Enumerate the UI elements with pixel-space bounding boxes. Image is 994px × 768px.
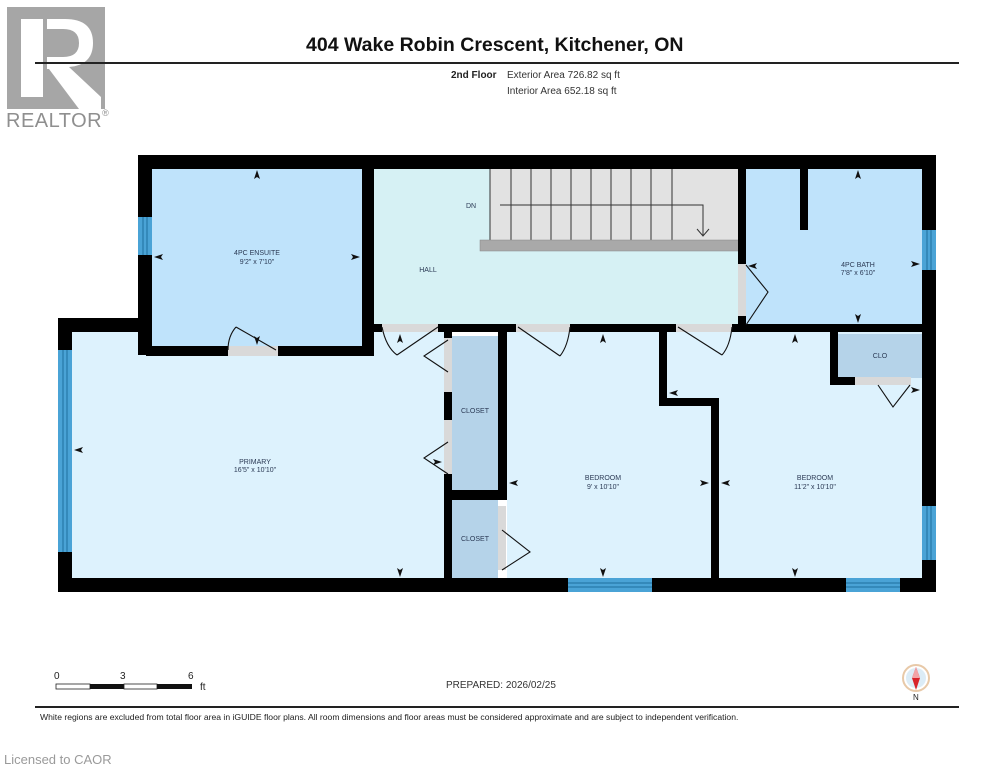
room-name: PRIMARY bbox=[239, 459, 271, 466]
scale-tick-6: 6 bbox=[188, 671, 194, 682]
door-openings bbox=[228, 264, 911, 570]
bath-room bbox=[746, 168, 922, 326]
scale-bar bbox=[55, 683, 192, 690]
page-title: 404 Wake Robin Crescent, Kitchener, ON bbox=[306, 34, 684, 56]
compass-icon bbox=[902, 664, 930, 692]
header-divider bbox=[35, 62, 959, 64]
room-dims: 9'2" x 7'10" bbox=[240, 259, 275, 266]
room-name: CLOSET bbox=[461, 536, 490, 543]
room-name: BEDROOM bbox=[585, 475, 621, 482]
room-name: 4PC ENSUITE bbox=[234, 250, 280, 257]
room-name: CLO bbox=[873, 353, 888, 360]
clo-closet bbox=[838, 334, 922, 378]
room-name: HALL bbox=[419, 267, 437, 274]
windows bbox=[58, 217, 936, 592]
disclaimer-text: White regions are excluded from total fl… bbox=[40, 712, 739, 722]
realtor-logo bbox=[7, 7, 105, 109]
dimension-arrows bbox=[74, 170, 920, 577]
scale-tick-3: 3 bbox=[120, 671, 126, 682]
primary-room bbox=[70, 330, 446, 580]
closet-2 bbox=[452, 500, 498, 578]
compass-label: N bbox=[913, 693, 919, 702]
scale-unit: ft bbox=[200, 682, 206, 693]
room-name: BEDROOM bbox=[797, 475, 833, 482]
room-dims: 11'2" x 10'10" bbox=[794, 484, 836, 491]
floor-label: 2nd Floor bbox=[451, 70, 497, 81]
closet-1 bbox=[452, 336, 498, 492]
stair-direction: DN bbox=[466, 203, 476, 210]
footer-divider bbox=[35, 706, 959, 708]
interior-area: Interior Area 652.18 sq ft bbox=[507, 86, 617, 97]
room-name: CLOSET bbox=[461, 408, 490, 415]
realtor-r-icon bbox=[21, 19, 101, 109]
scale-tick-0: 0 bbox=[54, 671, 60, 682]
realtor-wordmark: REALTOR® bbox=[6, 108, 110, 132]
room-name: 4PC BATH bbox=[841, 262, 875, 269]
prepared-date: PREPARED: 2026/02/25 bbox=[446, 680, 556, 691]
room-labels: 4PC ENSUITE 9'2" x 7'10" HALL DN 4PC BAT… bbox=[234, 203, 888, 543]
ensuite-room bbox=[152, 168, 362, 348]
license-watermark: Licensed to CAOR bbox=[4, 752, 112, 767]
room-dims: 9' x 10'10" bbox=[587, 484, 620, 491]
room-dims: 7'8" x 6'10" bbox=[841, 270, 876, 277]
exterior-area: Exterior Area 726.82 sq ft bbox=[507, 70, 620, 81]
staircase bbox=[479, 168, 741, 252]
room-dims: 16'5" x 10'10" bbox=[234, 467, 277, 474]
